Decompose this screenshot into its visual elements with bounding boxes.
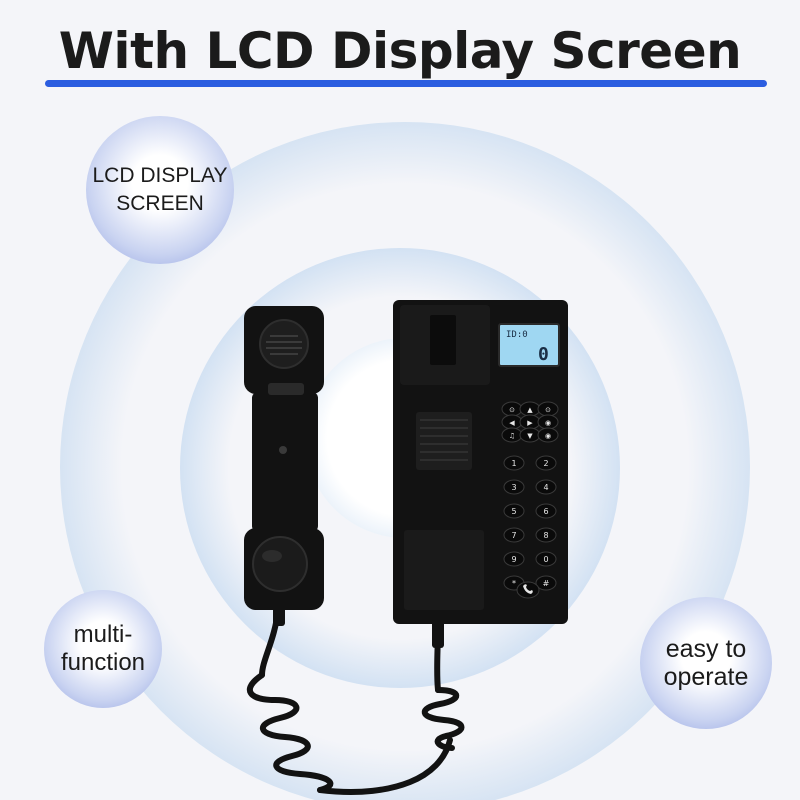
- feature-bubble-lcd: LCD DISPLAY SCREEN: [86, 116, 234, 264]
- speaker-grille-lines: [420, 419, 468, 461]
- function-key-7[interactable]: ♫: [501, 427, 523, 443]
- keypad-key-1-label: 1: [511, 459, 516, 468]
- keypad-key-3[interactable]: 3: [503, 479, 525, 495]
- call-button[interactable]: [516, 581, 540, 599]
- keypad-key-2-label: 2: [543, 459, 548, 468]
- handset-cradle-bottom: [404, 530, 484, 610]
- title-underline: [45, 80, 767, 87]
- function-key-2[interactable]: ▲: [519, 401, 541, 417]
- function-key-1[interactable]: ⊙: [501, 401, 523, 417]
- function-key-8[interactable]: ▼: [519, 427, 541, 443]
- keypad-key-4-label: 4: [543, 483, 548, 492]
- keypad-key-2[interactable]: 2: [535, 455, 557, 471]
- function-key-3-label: ⊙: [545, 406, 551, 414]
- keypad-key-12[interactable]: #: [535, 575, 557, 591]
- function-key-1-label: ⊙: [509, 406, 515, 414]
- function-key-5-label: ▶: [527, 419, 533, 427]
- phone-base: ID:0 0 ⊙ ▲ ⊙ ◀ ▶ ◉ ♫ ▼ ◉ 1 2 3 4 5 6 7 8 9 0 * #: [393, 300, 568, 624]
- speaker-grille: [416, 412, 472, 470]
- function-key-8-label: ▼: [527, 432, 533, 440]
- keypad-key-4[interactable]: 4: [535, 479, 557, 495]
- keypad-key-7[interactable]: 7: [503, 527, 525, 543]
- hook-switch[interactable]: [430, 315, 456, 365]
- keypad-key-7-label: 7: [511, 531, 516, 540]
- keypad-key-8[interactable]: 8: [535, 527, 557, 543]
- handset-button-icon[interactable]: [279, 446, 287, 454]
- handset-cord: [247, 607, 453, 795]
- lcd-digit: 0: [538, 344, 549, 365]
- function-key-9-label: ◉: [545, 432, 551, 440]
- phone-handset-icon: [523, 584, 533, 594]
- base-cord-plug: [432, 618, 444, 648]
- function-key-2-label: ▲: [527, 406, 533, 414]
- page-title: With LCD Display Screen: [58, 22, 742, 80]
- feature-easy-label: easy to operate: [663, 635, 749, 691]
- lcd-screen: [498, 323, 560, 367]
- function-key-4[interactable]: ◀: [501, 414, 523, 430]
- keypad-key-8-label: 8: [543, 531, 548, 540]
- keypad-key-12-label: #: [543, 579, 550, 588]
- feature-bubble-easy: easy to operate: [640, 597, 772, 729]
- keypad-key-3-label: 3: [511, 483, 516, 492]
- keypad-key-5[interactable]: 5: [503, 503, 525, 519]
- function-key-6-label: ◉: [545, 419, 551, 427]
- earpiece-grille: [266, 335, 302, 355]
- feature-multi-label: multi- function: [60, 621, 146, 676]
- keypad-key-1[interactable]: 1: [503, 455, 525, 471]
- function-key-9[interactable]: ◉: [537, 427, 559, 443]
- keypad-key-10-label: 0: [543, 555, 548, 564]
- function-key-5[interactable]: ▶: [519, 414, 541, 430]
- keypad-key-9-label: 9: [511, 555, 516, 564]
- lcd-id-text: ID:0: [506, 330, 528, 340]
- function-key-7-label: ♫: [509, 432, 515, 440]
- feature-lcd-label: LCD DISPLAY SCREEN: [92, 164, 228, 215]
- feature-bubble-multifunction: multi- function: [44, 590, 162, 708]
- handset[interactable]: [244, 306, 324, 610]
- keypad-key-9[interactable]: 9: [503, 551, 525, 567]
- keypad-key-5-label: 5: [511, 507, 516, 516]
- keypad-key-6[interactable]: 6: [535, 503, 557, 519]
- earpiece-speaker-icon: [259, 319, 309, 369]
- function-key-3[interactable]: ⊙: [537, 401, 559, 417]
- mouthpiece-icon: [252, 536, 308, 592]
- keypad-key-6-label: 6: [543, 507, 548, 516]
- keypad-key-10[interactable]: 0: [535, 551, 557, 567]
- function-key-6[interactable]: ◉: [537, 414, 559, 430]
- function-key-4-label: ◀: [509, 419, 515, 427]
- keypad: ⊙ ▲ ⊙ ◀ ▶ ◉ ♫ ▼ ◉ 1 2 3 4 5 6 7 8 9 0 * #: [501, 401, 559, 599]
- keypad-key-11-label: *: [512, 579, 516, 588]
